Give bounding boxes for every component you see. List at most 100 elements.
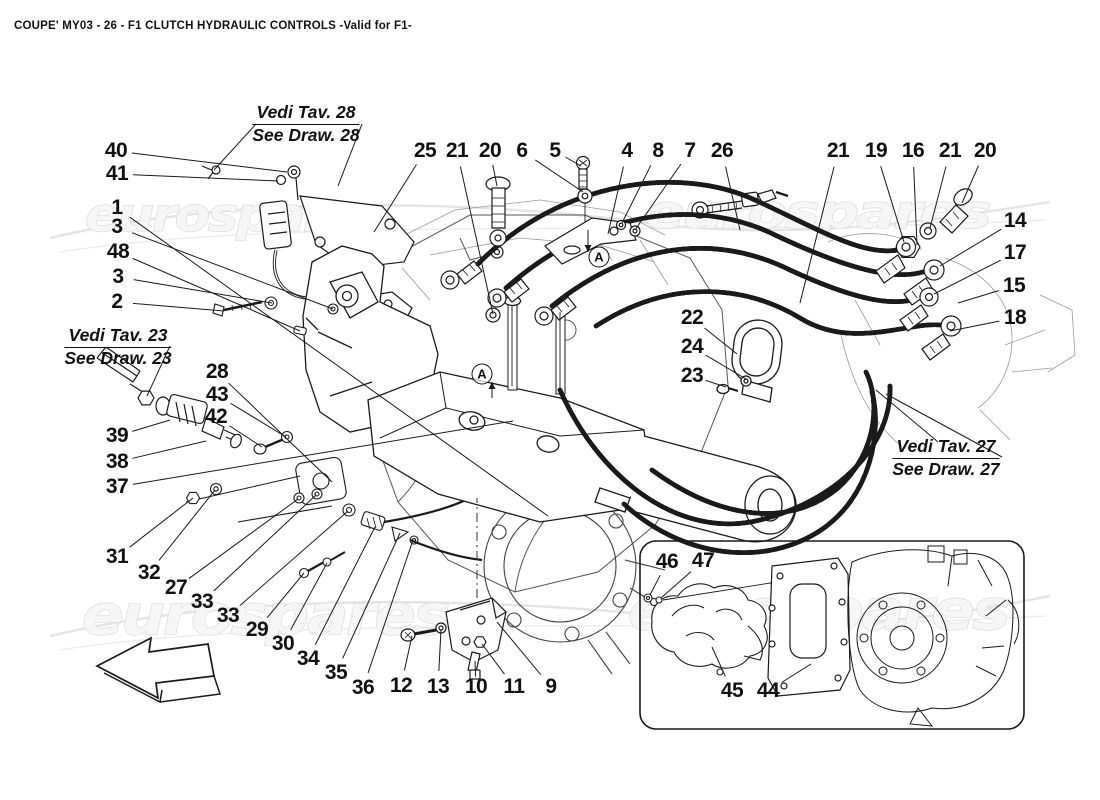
leader-line: [373, 164, 417, 233]
part-callout-13-24[interactable]: 13: [426, 675, 450, 699]
part-callout-1-2[interactable]: 1: [111, 196, 123, 220]
part-callout-20-30[interactable]: 20: [478, 139, 502, 163]
part-callout-2-6[interactable]: 2: [111, 290, 123, 314]
part-callout-30-19[interactable]: 30: [271, 632, 295, 656]
pipe-linkage: [237, 488, 483, 579]
reference-line-english: See Draw. 23: [64, 347, 172, 368]
leader-line: [228, 382, 333, 483]
part-callout-32-14[interactable]: 32: [137, 561, 161, 585]
leader-line: [781, 663, 812, 683]
part-callout-5-32[interactable]: 5: [549, 139, 561, 163]
part-callout-34-20[interactable]: 34: [296, 647, 320, 671]
part-callout-43-8[interactable]: 43: [205, 383, 229, 407]
hose-bundle: [475, 182, 949, 552]
leader-line: [474, 660, 477, 677]
leader-line: [961, 165, 979, 204]
reference-line-english: See Draw. 28: [252, 124, 360, 145]
part-callout-47-50[interactable]: 47: [691, 549, 715, 573]
part-callout-21-37[interactable]: 21: [826, 139, 850, 163]
leader-line: [704, 327, 738, 355]
leader-line: [131, 152, 288, 173]
leader-line: [705, 379, 727, 388]
part-callout-17-43[interactable]: 17: [1003, 241, 1027, 265]
part-callout-8-34[interactable]: 8: [652, 139, 664, 163]
leader-line: [711, 646, 726, 677]
part-callout-4-33[interactable]: 4: [621, 139, 633, 163]
marker-arrowhead: [488, 382, 496, 389]
part-callout-45-51[interactable]: 45: [720, 679, 744, 703]
part-callout-37-12[interactable]: 37: [105, 475, 129, 499]
part-callout-44-52[interactable]: 44: [756, 679, 780, 703]
reference-leader-line: [213, 123, 257, 171]
part-callout-18-45[interactable]: 18: [1003, 306, 1027, 330]
top-hardware: [485, 155, 641, 265]
leader-line: [403, 635, 413, 671]
leader-line: [438, 629, 442, 672]
leader-line: [621, 165, 652, 224]
part-callout-24-47[interactable]: 24: [680, 335, 704, 359]
leader-line: [129, 216, 549, 517]
grommet-assembly: [716, 319, 783, 403]
part-callout-46-49[interactable]: 46: [655, 550, 679, 574]
hose-end-fittings: [875, 188, 973, 361]
leader-line: [132, 419, 171, 432]
part-callout-10-25[interactable]: 10: [464, 675, 488, 699]
part-callout-48-4[interactable]: 48: [106, 240, 130, 264]
part-callout-28-7[interactable]: 28: [205, 360, 229, 384]
part-callout-23-48[interactable]: 23: [680, 364, 704, 388]
part-callout-9-27[interactable]: 9: [545, 675, 557, 699]
part-callout-38-11[interactable]: 38: [105, 450, 129, 474]
reference-leader-line: [146, 345, 171, 397]
part-callout-40-0[interactable]: 40: [104, 139, 128, 163]
reference-line-italian: Vedi Tav. 27: [892, 436, 1000, 459]
adapter-plate: [767, 557, 851, 697]
part-callout-3-3[interactable]: 3: [111, 215, 123, 239]
part-callout-6-31[interactable]: 6: [516, 139, 528, 163]
part-callout-19-38[interactable]: 19: [864, 139, 888, 163]
part-callout-42-9[interactable]: 42: [204, 405, 228, 429]
leader-line: [957, 290, 999, 304]
gearbox-rear-housing: [847, 545, 1020, 727]
leader-lines: [129, 123, 1003, 683]
part-callout-7-35[interactable]: 7: [684, 139, 696, 163]
part-callout-35-21[interactable]: 35: [324, 661, 348, 685]
part-callout-29-18[interactable]: 29: [245, 618, 269, 642]
part-callout-27-15[interactable]: 27: [164, 576, 188, 600]
page-title: COUPE' MY03 - 26 - F1 CLUTCH HYDRAULIC C…: [14, 20, 412, 32]
leader-line: [660, 571, 692, 599]
part-callout-36-22[interactable]: 36: [351, 676, 375, 700]
part-callout-21-29[interactable]: 21: [445, 139, 469, 163]
part-callout-21-40[interactable]: 21: [938, 139, 962, 163]
leader-line: [492, 164, 498, 187]
part-callout-39-10[interactable]: 39: [105, 424, 129, 448]
part-callout-16-39[interactable]: 16: [901, 139, 925, 163]
part-callout-11-26[interactable]: 11: [503, 675, 525, 699]
part-callout-33-16[interactable]: 33: [190, 590, 214, 614]
leader-line: [314, 526, 376, 645]
reference-leader-line: [875, 389, 939, 443]
section-marker-a2: A: [471, 363, 493, 385]
part-callout-26-36[interactable]: 26: [710, 139, 734, 163]
reference-draw-23[interactable]: Vedi Tav. 23 See Draw. 23: [64, 325, 172, 368]
reference-draw-28[interactable]: Vedi Tav. 28 See Draw. 28: [252, 102, 360, 145]
part-callout-41-1[interactable]: 41: [105, 162, 129, 186]
part-callout-14-42[interactable]: 14: [1003, 209, 1027, 233]
part-callout-20-41[interactable]: 20: [973, 139, 997, 163]
leader-line: [565, 156, 582, 167]
reference-draw-27[interactable]: Vedi Tav. 27 See Draw. 27: [892, 436, 1000, 479]
part-callout-22-46[interactable]: 22: [680, 306, 704, 330]
part-callout-12-23[interactable]: 12: [389, 674, 413, 698]
leader-line: [132, 420, 514, 485]
leader-line: [496, 621, 542, 676]
part-callout-25-28[interactable]: 25: [413, 139, 437, 163]
leader-line: [132, 174, 279, 182]
reference-line-italian: Vedi Tav. 28: [252, 102, 360, 125]
leader-line: [229, 425, 263, 448]
part-callout-3-5[interactable]: 3: [112, 265, 124, 289]
leader-line: [290, 562, 328, 631]
part-callout-33-17[interactable]: 33: [216, 604, 240, 628]
part-callout-15-44[interactable]: 15: [1002, 274, 1026, 298]
bottom-bracket-assembly: [400, 498, 507, 680]
part-callout-31-13[interactable]: 31: [105, 545, 129, 569]
